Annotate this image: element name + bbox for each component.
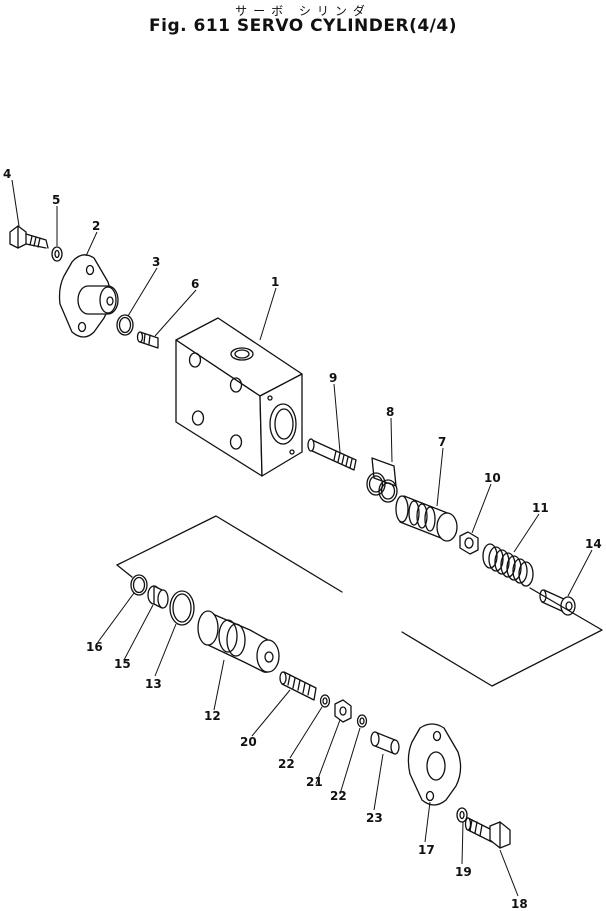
callout-16: 16 [86, 640, 103, 654]
part-o-ring-3 [116, 314, 134, 336]
assembly-outline [116, 515, 603, 687]
callout-11: 11 [532, 501, 549, 515]
part-piston-12 [197, 610, 280, 673]
callout-13: 13 [145, 677, 162, 691]
part-washer-19 [456, 807, 468, 823]
part-screw-14 [539, 589, 576, 616]
part-spool-7 [395, 495, 458, 542]
part-housing-1 [175, 317, 303, 477]
callout-1: 1 [271, 275, 279, 289]
part-washer-5 [51, 246, 63, 262]
part-shim-8 [366, 457, 398, 503]
callout-2: 2 [92, 219, 100, 233]
part-o-ring-16 [130, 574, 148, 596]
part-nut-10 [459, 531, 479, 555]
part-plug-15 [147, 585, 169, 609]
part-pin-6 [136, 331, 159, 349]
title-japanese: サーボ シリンダ [235, 4, 371, 18]
part-flange-2 [58, 254, 119, 338]
part-nut-21 [334, 699, 352, 723]
callout-7: 7 [438, 435, 446, 449]
part-o-ring-13 [169, 590, 195, 626]
callout-6: 6 [191, 277, 199, 291]
part-stud-20 [279, 671, 317, 701]
callout-4: 4 [3, 167, 11, 181]
part-washer-22a [319, 694, 331, 708]
callout-3: 3 [152, 255, 160, 269]
callout-23: 23 [366, 811, 383, 825]
callout-15: 15 [114, 657, 131, 671]
callout-10: 10 [484, 471, 501, 485]
part-sleeve-23 [370, 731, 400, 755]
callout-18: 18 [511, 897, 528, 911]
part-rod-9 [307, 438, 357, 471]
part-bolt-18 [464, 817, 511, 849]
part-spring-11 [482, 543, 534, 587]
part-washer-22b [356, 714, 368, 728]
callout-22-lower: 22 [330, 789, 347, 803]
callout-numbers: 4 5 2 3 6 1 9 8 7 10 11 14 16 15 13 12 2… [3, 167, 602, 911]
callout-8: 8 [386, 405, 394, 419]
callout-21: 21 [306, 775, 323, 789]
leader-lines [11, 179, 593, 897]
figure-title: Fig. 611 SERVO CYLINDER(4/4) [149, 16, 457, 36]
callout-20: 20 [240, 735, 257, 749]
callout-22-upper: 22 [278, 757, 295, 771]
part-bolt-4 [9, 225, 49, 249]
callout-14: 14 [585, 537, 602, 551]
callout-12: 12 [204, 709, 221, 723]
callout-9: 9 [329, 371, 337, 385]
callout-19: 19 [455, 865, 472, 879]
part-flange-17 [407, 723, 462, 806]
callout-17: 17 [418, 843, 435, 857]
callout-5: 5 [52, 193, 60, 207]
